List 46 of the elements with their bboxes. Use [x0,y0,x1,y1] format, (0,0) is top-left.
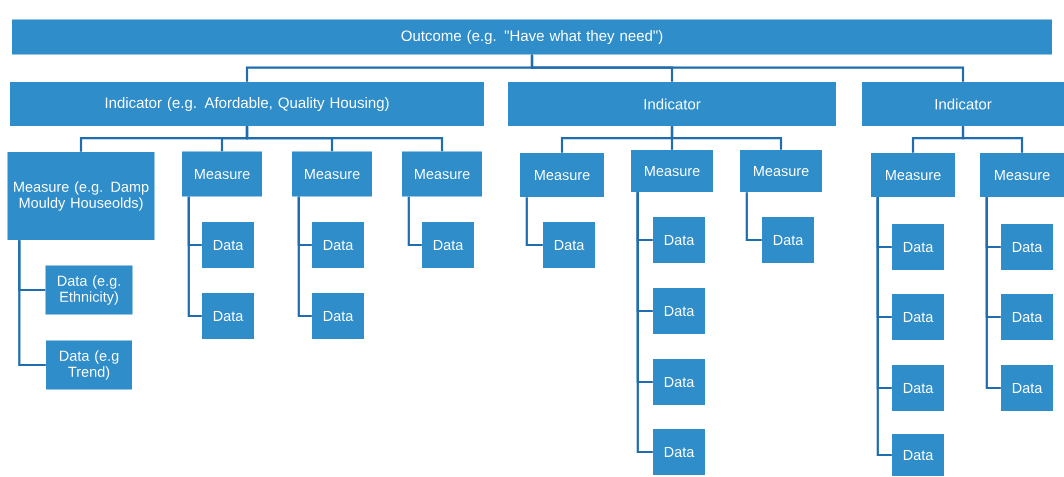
measure-box: Measure (e.g. Damp Mouldy Houseolds) [7,152,155,240]
connector-line [407,196,422,247]
data-box: Data [543,222,595,268]
data-box: Data (e.g. Ethnicity) [45,265,133,315]
connector-line [297,196,312,318]
connector-line [985,197,1001,390]
connector-line [245,126,444,152]
data-box: Data [892,365,944,411]
data-box: Data [202,222,254,268]
connector-line [670,126,783,150]
data-box: Data [653,288,705,334]
data-box: Data [653,359,705,405]
data-box: Data [312,293,364,339]
data-box: Data [1001,365,1053,411]
connector-line [530,54,965,82]
measure-box: Measure [631,150,713,192]
connector-line [961,126,1024,153]
data-box: Data [312,222,364,268]
data-box: Data (e.g Trend) [46,340,132,390]
connector-line [876,197,892,457]
data-box: Data [202,293,254,339]
data-box: Data [1001,294,1053,340]
indicator-box: Indicator [862,82,1064,126]
connector-line [636,192,653,454]
measure-box: Measure [292,151,372,197]
data-box: Data [422,222,474,268]
measure-box: Measure [402,151,482,197]
data-box: Data [892,434,944,476]
measure-box: Measure [182,151,262,197]
connector-line [525,197,543,247]
connector-line [18,240,46,367]
measure-box: Measure [871,153,955,197]
indicator-box: Indicator [508,82,836,126]
data-box: Data [892,224,944,270]
measure-box: Measure [980,153,1064,197]
indicator-box: Indicator (e.g. Afordable, Quality Housing) [10,82,484,126]
outcome-box: Outcome (e.g. "Have what they need") [12,19,1052,55]
data-box: Data [653,429,705,475]
connector-line [745,192,762,242]
data-box: Data [653,217,705,263]
data-box: Data [1001,224,1053,270]
measure-box: Measure [740,150,822,192]
data-box: Data [892,294,944,340]
data-box: Data [762,217,814,263]
measure-box: Measure [520,153,604,197]
connector-line [187,196,202,318]
